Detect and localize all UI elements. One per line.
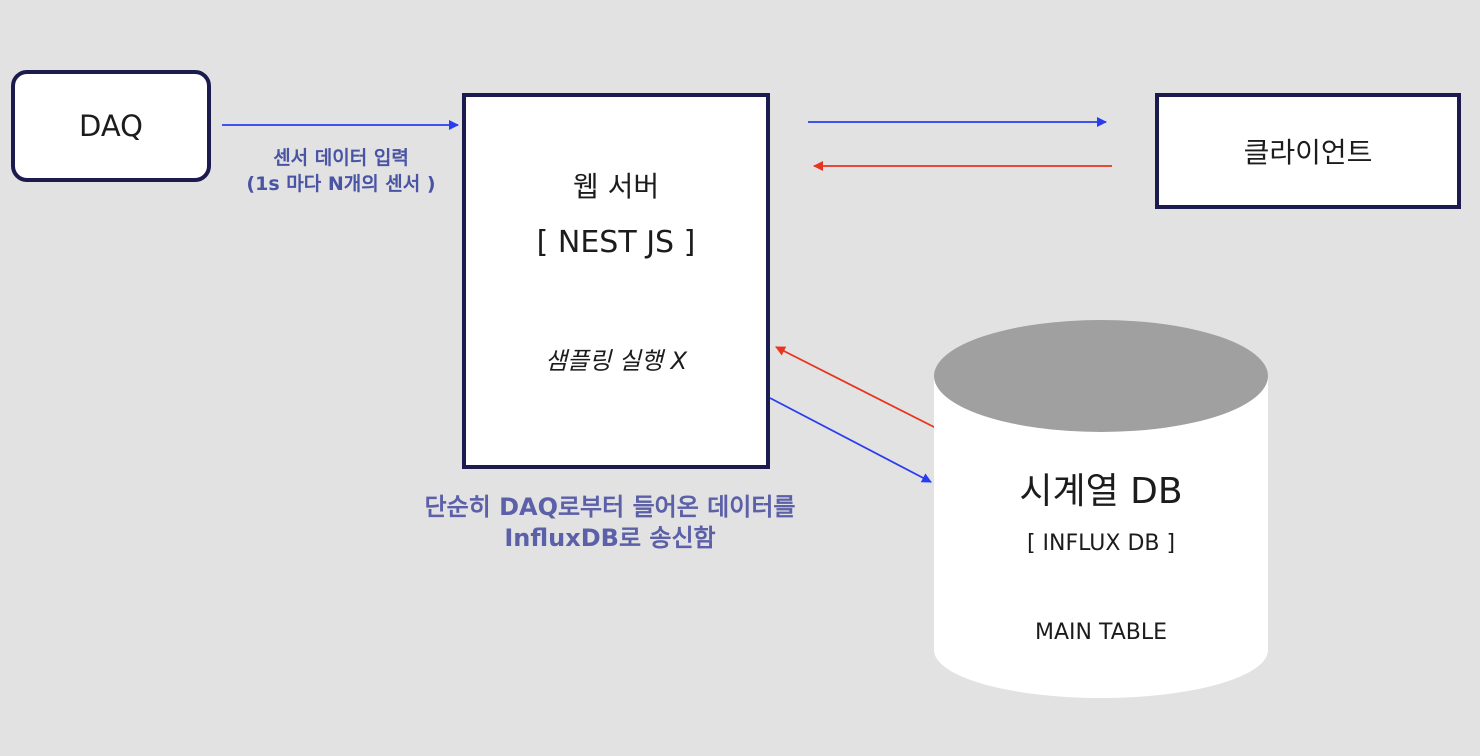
database-cylinder	[934, 320, 1268, 698]
daq-caption-line-1: 센서 데이터 입력	[273, 147, 409, 169]
web-server-node: 웹 서버 [ NEST JS ] 샘플링 실행 X	[462, 93, 770, 469]
web-server-note: 샘플링 실행 X	[544, 347, 688, 375]
database-subtitle: [ INFLUX DB ]	[1026, 531, 1176, 556]
database-title: 시계열 DB	[1019, 471, 1183, 512]
client-node: 클라이언트	[1155, 93, 1461, 209]
database-cylinder-body	[934, 376, 1268, 698]
web-server-title: 웹 서버	[572, 170, 660, 203]
daq-to-server-caption: 센서 데이터 입력 (1s 마다 N개의 센서 )	[196, 145, 486, 197]
web-server-framework: [ NEST JS ]	[536, 225, 696, 260]
server-to-db-caption: 단순히 DAQ로부터 들어온 데이터를 InfluxDB로 송신함	[370, 492, 850, 554]
server-caption-line-1: 단순히 DAQ로부터 들어온 데이터를	[424, 493, 796, 521]
daq-node: DAQ	[11, 70, 211, 182]
daq-caption-line-2: (1s 마다 N개의 센서 )	[246, 173, 436, 195]
database-cylinder-top	[934, 320, 1268, 432]
database-table-label: MAIN TABLE	[1035, 620, 1167, 645]
arrow-server-to-db	[769, 397, 932, 483]
arrow-db-to-server	[775, 346, 937, 429]
server-caption-line-2: InfluxDB로 송신함	[504, 524, 716, 552]
